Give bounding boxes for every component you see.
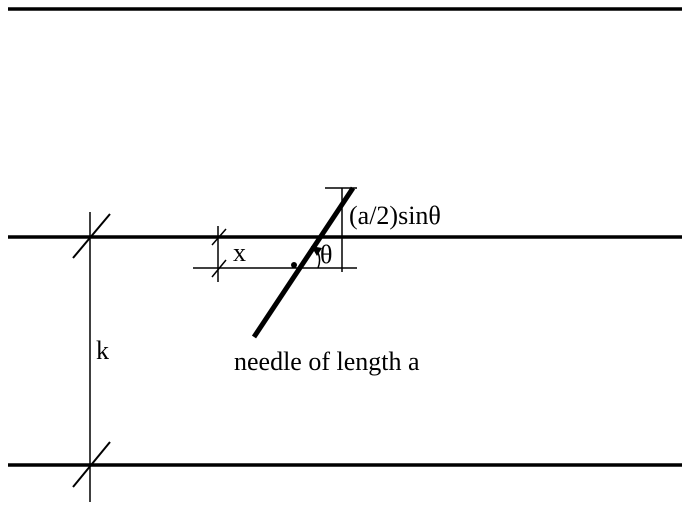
label-theta: θ: [320, 240, 332, 269]
label-x: x: [233, 238, 246, 267]
needle-center-dot: [291, 262, 297, 268]
k-tick-bottom: [72, 441, 111, 488]
label-half-sin: (a/2)sinθ: [349, 201, 441, 230]
k-tick-top: [72, 213, 111, 259]
theta-arrowhead: [311, 246, 322, 256]
x-tick-top: [211, 228, 227, 246]
label-k: k: [96, 336, 109, 365]
needle: [251, 186, 356, 339]
label-needle: needle of length a: [234, 347, 420, 376]
